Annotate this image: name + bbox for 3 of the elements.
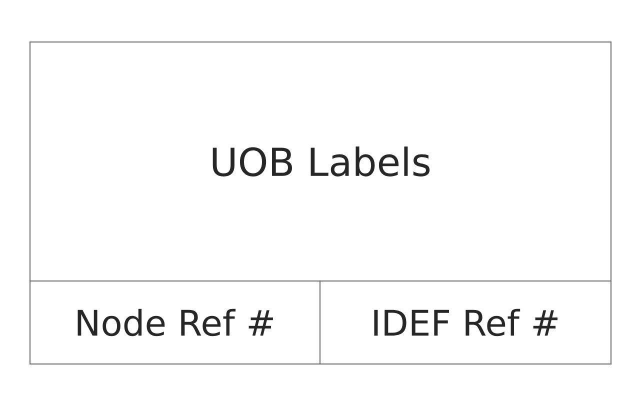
field-box: IDEF Ref #	[320, 280, 612, 364]
label-box: UOB Labels	[30, 42, 612, 282]
field-box: Node Ref #	[30, 280, 320, 364]
